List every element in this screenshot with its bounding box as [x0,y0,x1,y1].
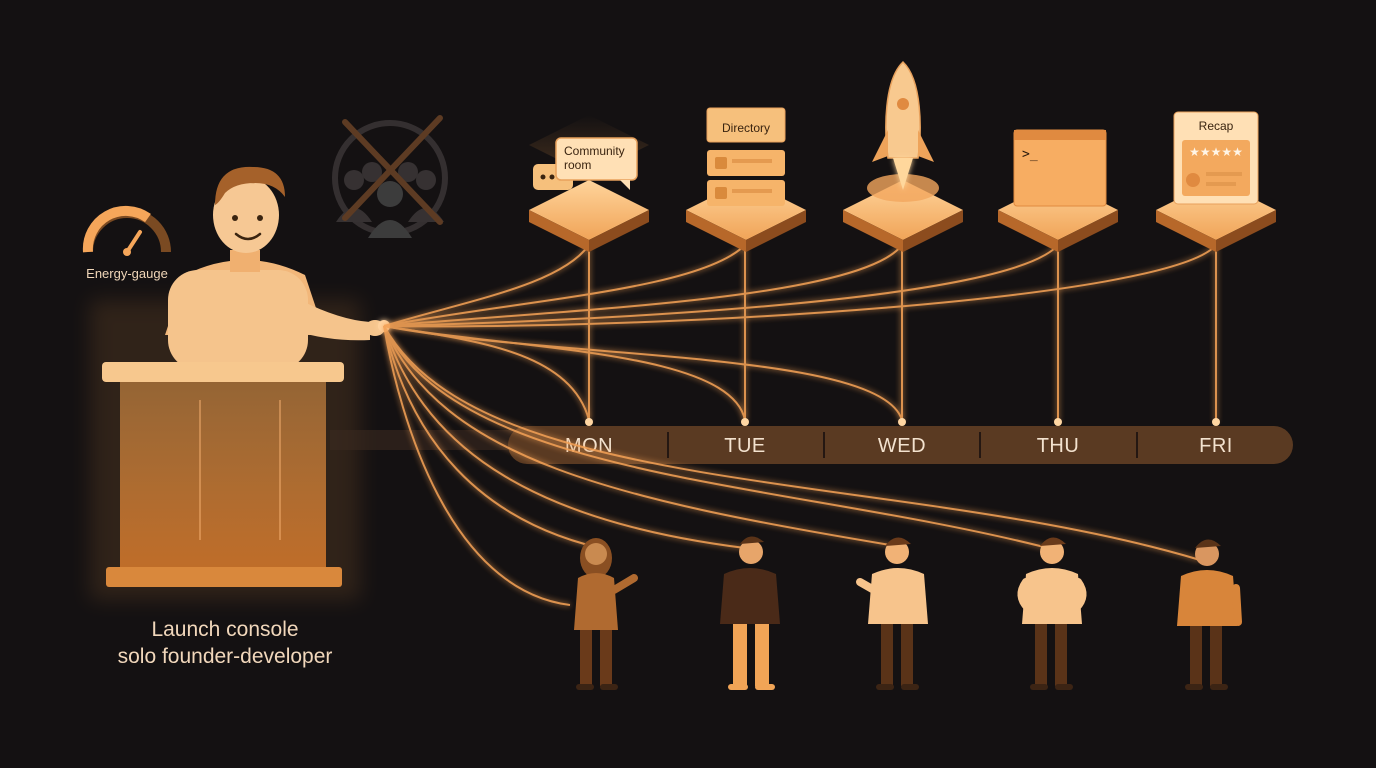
day-tue: TUE [724,435,766,457]
console-subtitle: solo founder-developer [118,645,333,668]
podium-body [120,382,326,567]
person-waving-icon [856,537,928,690]
crossed-out-group-icon [332,115,448,238]
podium-base [106,567,342,587]
channel-mon: Community room [529,115,649,252]
channel-label: Recap [1199,119,1234,133]
timeline-bar [508,426,1293,464]
channel-label: Directory [722,121,770,135]
console-title: Launch console [151,618,298,641]
chat-bubble-icon [533,137,638,190]
connection-lines [383,244,1217,606]
day-fri: FRI [1199,435,1233,457]
rocket-icon [867,60,939,202]
podium-top [102,362,344,382]
channel-fri: ★★★★★ Recap [1156,111,1276,252]
audience [574,536,1242,690]
channel-tue: Directory [686,107,806,252]
terminal-prompt: >_ [1022,147,1038,162]
channel-thu: >_ [998,129,1118,252]
timeline: MON TUE WED THU FRI [330,426,1293,464]
person-orange-shirt-icon [1177,539,1242,690]
rating-stars: ★★★★★ [1189,145,1243,159]
channel-wed [843,60,963,252]
person-long-hair-icon [574,538,638,690]
directory-stack-icon [706,107,786,206]
terminal-window-icon [1013,129,1107,207]
day-wed: WED [878,435,926,457]
person-hands-on-hips-icon [1017,537,1087,690]
channel-label: Community [564,144,625,158]
person-dark-shirt-icon [720,536,780,690]
founder-figure [165,166,385,370]
energy-gauge: Energy-gauge [82,205,171,281]
channel-label-2: room [564,158,591,172]
review-card-icon: ★★★★★ [1173,111,1259,205]
speedometer-icon [82,205,171,256]
day-thu: THU [1037,435,1080,457]
gauge-label: Energy-gauge [86,266,168,281]
launch-console [90,166,390,600]
